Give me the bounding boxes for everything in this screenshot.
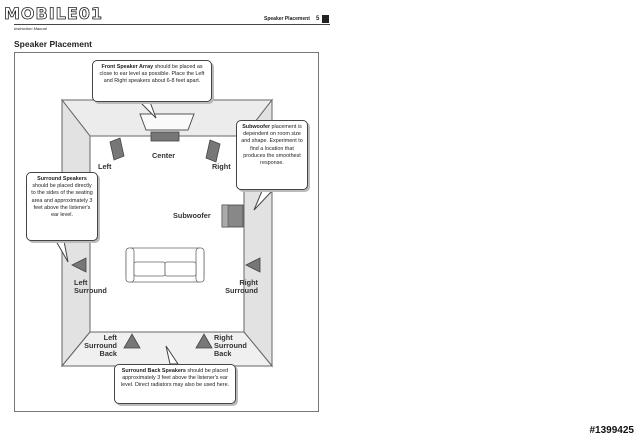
mobile01-logo: MOBILE01 — [4, 4, 103, 24]
center-speaker-icon — [150, 131, 180, 142]
diagram-frame — [14, 52, 319, 412]
label-left: Left — [98, 162, 112, 171]
label-right-surround-back: Right Surround Back — [214, 333, 247, 358]
watermark-id: #1399425 — [589, 425, 635, 436]
surround-callout-tail — [55, 240, 69, 263]
label-right: Right — [212, 162, 231, 171]
subwoofer-callout-tail — [253, 190, 274, 211]
logo-text: MOBILE01 — [4, 4, 103, 23]
label-subwoofer: Subwoofer — [173, 211, 211, 220]
front-callout-tail — [138, 101, 157, 119]
sofa — [125, 247, 205, 283]
left-surround-icon — [71, 257, 87, 273]
label-left-surround-back: Left Surround Back — [84, 333, 117, 358]
header-title: Speaker Placement — [264, 16, 310, 22]
label-right-surround: Right Surround — [225, 278, 258, 295]
room-floor — [89, 135, 245, 333]
header-marker — [322, 15, 329, 23]
left-surround-back-icon — [123, 333, 141, 349]
label-center: Center — [152, 151, 176, 160]
callout-front-speaker-array: Front Speaker Array should be placed as … — [92, 60, 212, 102]
callout-subwoofer: Subwoofer placement is dependent on room… — [236, 120, 308, 190]
tv-cabinet — [139, 113, 195, 131]
callout-surround: Surround Speakers should be placed direc… — [26, 172, 98, 241]
right-speaker-icon — [205, 139, 221, 163]
page-number: 5 — [316, 16, 320, 22]
left-speaker-icon — [109, 137, 125, 161]
section-title: Speaker Placement — [14, 39, 92, 49]
label-left-surround: Left Surround — [74, 278, 107, 295]
callout-surround-back: Surround Back Speakers should be placed … — [114, 364, 236, 404]
right-surround-back-icon — [195, 333, 213, 349]
right-surround-icon — [245, 257, 261, 273]
header-rule — [14, 24, 330, 25]
manual-label: Instruction Manual — [14, 26, 47, 31]
